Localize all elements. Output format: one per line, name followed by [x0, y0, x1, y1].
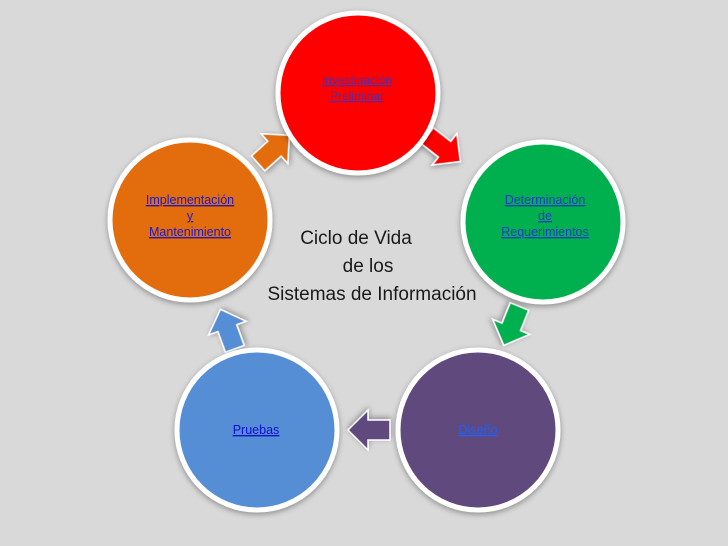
node-determinacion-circle	[460, 139, 626, 305]
node-investigacion-label-line: Investigación	[322, 73, 392, 87]
node-diseno-link[interactable]: Diseño	[459, 423, 498, 437]
node-diseno-circle	[395, 347, 561, 513]
arrow-shape	[250, 132, 291, 172]
node-diseno-label-line: Diseño	[459, 423, 498, 437]
node-pruebas-link[interactable]: Pruebas	[233, 423, 280, 437]
arrow-implementacion-to-investigacion	[250, 132, 291, 172]
node-pruebas: Pruebas	[174, 347, 340, 513]
arrow-shape	[346, 408, 391, 452]
node-implementacion-label-line: Implementación	[146, 193, 234, 207]
node-pruebas-circle	[174, 347, 340, 513]
node-determinacion-label-line: de	[538, 209, 552, 223]
arrows-layer	[207, 126, 532, 452]
arrow-shape	[420, 126, 462, 166]
node-investigacion-label-line: Preliminar	[330, 89, 384, 103]
node-implementacion-label-line: Mantenimiento	[149, 225, 231, 239]
arrow-shape	[491, 301, 532, 347]
arrow-pruebas-to-implementacion	[207, 308, 249, 354]
node-pruebas-label-line: Pruebas	[233, 423, 280, 437]
node-investigacion-circle	[275, 10, 441, 176]
arrow-determinacion-to-diseno	[491, 301, 532, 347]
node-determinacion-label-line: Requerimientos	[501, 225, 589, 239]
node-determinacion-label-line: Determinación	[505, 193, 586, 207]
arrow-diseno-to-pruebas	[346, 408, 391, 452]
node-diseno: Diseño	[395, 347, 561, 513]
node-implementacion-label-line: y	[187, 209, 194, 223]
arrow-shape	[207, 308, 249, 354]
node-implementacion-circle	[107, 137, 273, 303]
arrow-investigacion-to-determinacion	[420, 126, 462, 166]
